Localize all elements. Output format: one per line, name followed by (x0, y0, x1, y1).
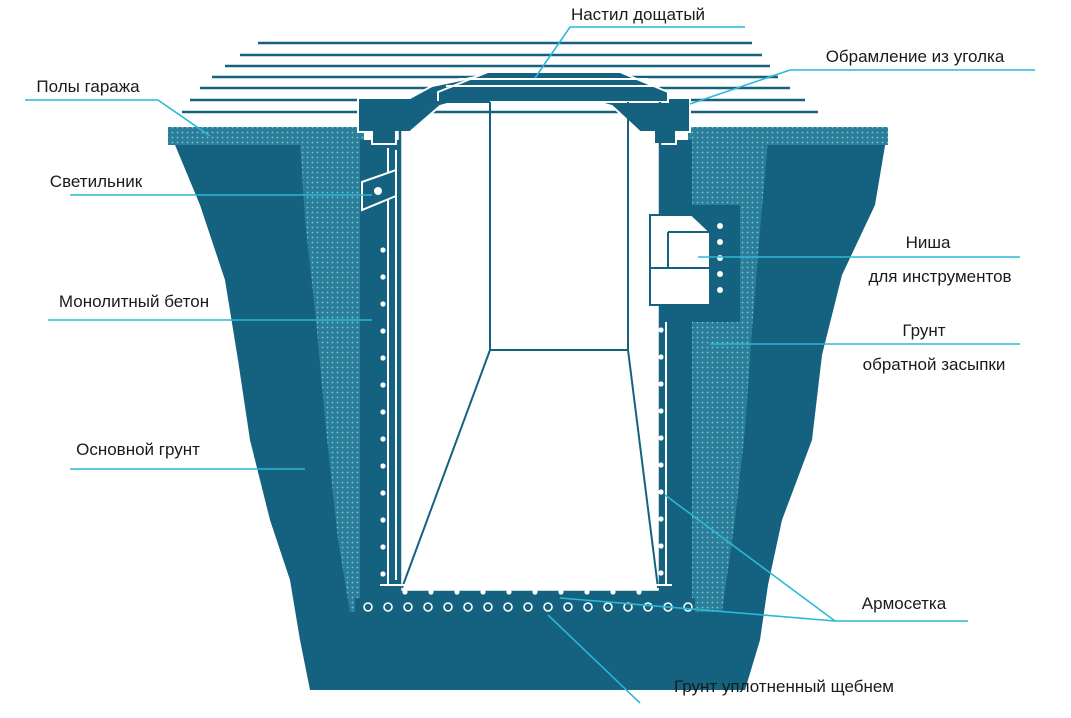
rebar-dot (428, 589, 434, 595)
rebar-dots-left (380, 247, 386, 577)
rebar-dot (380, 463, 386, 469)
rebar-dot (523, 602, 533, 612)
rebar-dot (643, 602, 653, 612)
label-gravel: Грунт уплотненный щебнем (674, 677, 894, 696)
rebar-dot (658, 570, 664, 576)
rebar-dots-bottom (402, 589, 642, 595)
rebar-dot (363, 602, 373, 612)
leader-lines (25, 26, 1035, 704)
rebar-dot (383, 602, 393, 612)
rebar-dot (658, 516, 664, 522)
rebar-dot (380, 517, 386, 523)
rebar-dots-right (658, 327, 664, 576)
rebar-dot (463, 602, 473, 612)
garage-floor-left (168, 127, 364, 145)
backfill-left (300, 140, 362, 612)
rebar-dot (658, 354, 664, 360)
label-backfill-1: Грунт (902, 321, 945, 340)
rebar-dot (658, 462, 664, 468)
rebar-dot (380, 544, 386, 550)
rebar-dot (480, 589, 486, 595)
rebar-dot (658, 435, 664, 441)
rebar-dot (563, 602, 573, 612)
rebar-dot (636, 589, 642, 595)
rebar-dot (380, 301, 386, 307)
rebar-dot (403, 602, 413, 612)
rebar-dot (380, 274, 386, 280)
label-mesh: Армосетка (862, 594, 947, 613)
label-angle-frame: Обрамление из уголка (826, 47, 1005, 66)
rebar-dot (543, 602, 553, 612)
rebar-dot (658, 327, 664, 333)
rebar-dot (506, 589, 512, 595)
rebar-dot (610, 589, 616, 595)
rebar-dot (683, 602, 693, 612)
rebar-dot (380, 490, 386, 496)
rebar-dot (380, 571, 386, 577)
rebar-dot (380, 247, 386, 253)
rebar-dot (380, 409, 386, 415)
label-backfill-2: обратной засыпки (863, 355, 1006, 374)
rebar-dot (380, 436, 386, 442)
rebar-dot (584, 589, 590, 595)
rebar-dot (583, 602, 593, 612)
rebar-dot (443, 602, 453, 612)
label-main-soil: Основной грунт (76, 440, 200, 459)
garage-floor-right (688, 127, 888, 145)
rebar-dot (423, 602, 433, 612)
pit-interior (400, 102, 660, 592)
rebar-dot (454, 589, 460, 595)
rebar-dot (658, 408, 664, 414)
label-niche-1: Ниша (906, 233, 951, 252)
rebar-rings-floor (363, 602, 693, 612)
rebar-dot (558, 589, 564, 595)
label-lamp: Светильник (50, 172, 143, 191)
rebar-dot (503, 602, 513, 612)
rebar-dot (380, 382, 386, 388)
rebar-dot (380, 328, 386, 334)
pit-perspective (398, 101, 662, 594)
rebar-dot (658, 489, 664, 495)
rebar-dot (380, 355, 386, 361)
rebar-dot (483, 602, 493, 612)
label-niche-2: для инструментов (868, 267, 1011, 286)
rebar-dot (658, 381, 664, 387)
rebar-dot (603, 602, 613, 612)
label-garage-floor: Полы гаража (36, 77, 140, 96)
rebar-dot (532, 589, 538, 595)
label-deck: Настил дощатый (571, 5, 705, 24)
rebar-dot (658, 543, 664, 549)
rebar-dot (402, 589, 408, 595)
tool-niche-box (649, 214, 711, 306)
label-concrete: Монолитный бетон (59, 292, 209, 311)
